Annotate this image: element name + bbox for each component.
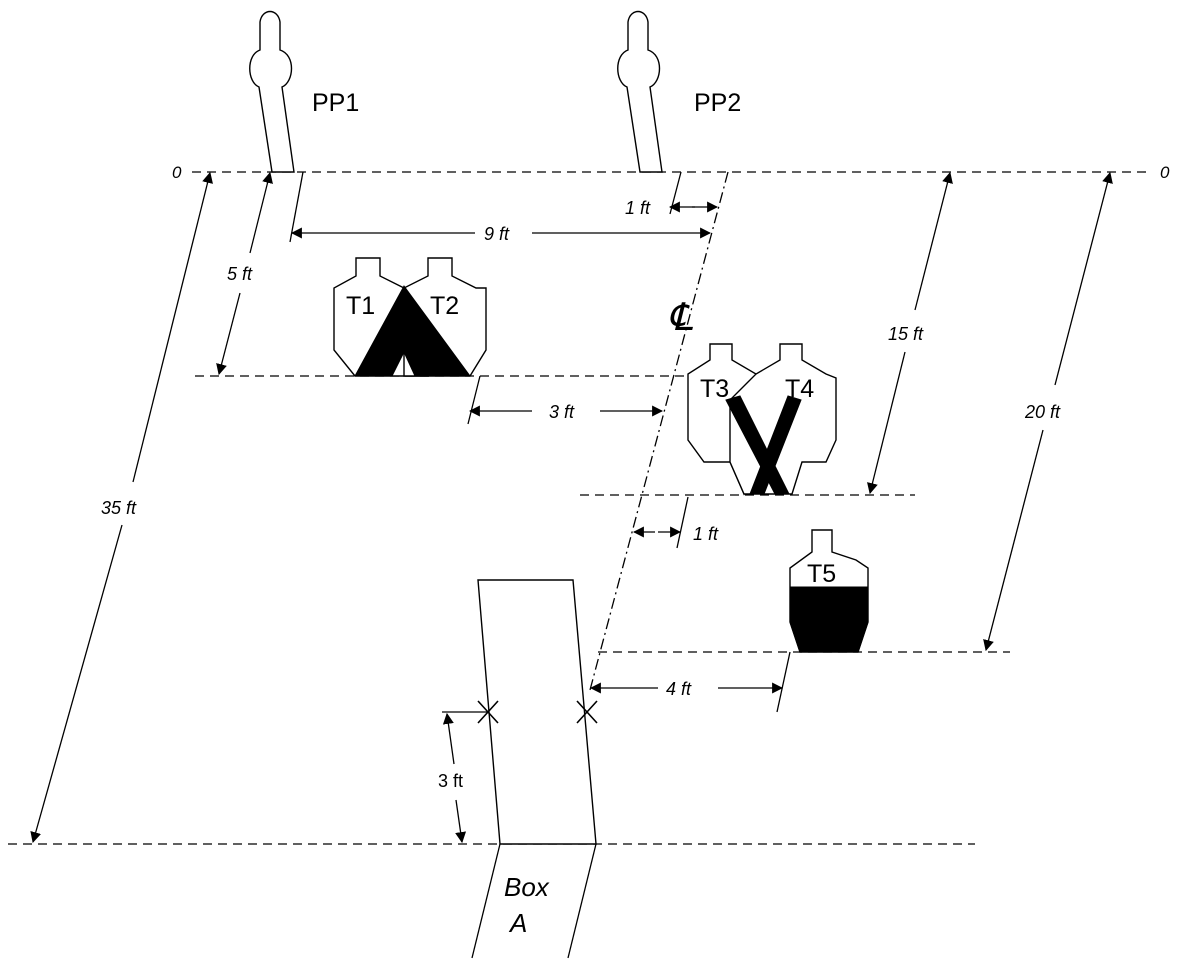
dim-5ft-arrow-down [216, 292, 241, 376]
target-label-t4: T4 [785, 375, 814, 403]
box-a-label-line2: A [508, 908, 527, 938]
zero-label-left: 0 [172, 163, 182, 182]
dim-15ft-arrow-down [867, 351, 906, 495]
box-a-outline [477, 579, 597, 845]
target-label-t5: T5 [807, 560, 836, 588]
dim-15ft-arrow-up [914, 171, 953, 311]
dim-3ft-box-arrow-up [442, 712, 455, 765]
dim-3ft-box-arrow-down [455, 799, 467, 844]
dim-4ft-label: 4 ft [666, 679, 692, 699]
dim-35ft-arrow-up [132, 171, 213, 483]
target-t5-hit-zone [789, 586, 869, 653]
dim-20ft-arrow-down [983, 429, 1044, 652]
centerline-symbol: ℄ [668, 297, 693, 339]
popper-pp2 [617, 10, 663, 173]
box-a-lower-left-edge [471, 843, 501, 959]
dim-5ft-arrow-up [249, 171, 273, 254]
dim-5ft-label: 5 ft [227, 264, 253, 284]
dim-4ft-tick [776, 651, 791, 713]
dim-1ft-mid-tick [676, 496, 689, 549]
target-label-t3: T3 [700, 375, 729, 403]
dim-35ft-label: 35 ft [101, 498, 137, 518]
dim-35ft-arrow-down [30, 524, 123, 844]
popper-pp1 [249, 10, 295, 173]
dim-20ft-arrow-up [1054, 171, 1113, 386]
dim-1ft-mid-label: 1 ft [693, 524, 719, 544]
dim-3ft-mid-tick [467, 375, 481, 425]
center-line [589, 171, 729, 691]
shooting-mark-right [576, 700, 598, 724]
target-t1-t2-hit-zone [354, 285, 471, 377]
dim-1ft-top-tick [669, 171, 682, 215]
target-t3-t4-x-mark-b [749, 395, 802, 495]
box-a-lower-right-edge [567, 843, 597, 959]
dim-1ft-top-label: 1 ft [625, 198, 651, 218]
box-a-label-line1: Box [504, 872, 550, 902]
popper-label-pp1: PP1 [312, 89, 359, 117]
dim-15ft-label: 15 ft [888, 324, 924, 344]
dim-3ft-box-label: 3 ft [438, 771, 463, 791]
dim-20ft-label: 20 ft [1024, 402, 1061, 422]
dim-3ft-mid-label: 3 ft [549, 402, 575, 422]
zero-label-right: 0 [1160, 163, 1170, 182]
dim-9ft-label: 9 ft [484, 224, 510, 244]
popper-label-pp2: PP2 [694, 89, 741, 117]
target-label-t2: T2 [430, 292, 459, 320]
dim-9ft-tick-left [289, 171, 304, 243]
target-label-t1: T1 [346, 292, 375, 320]
